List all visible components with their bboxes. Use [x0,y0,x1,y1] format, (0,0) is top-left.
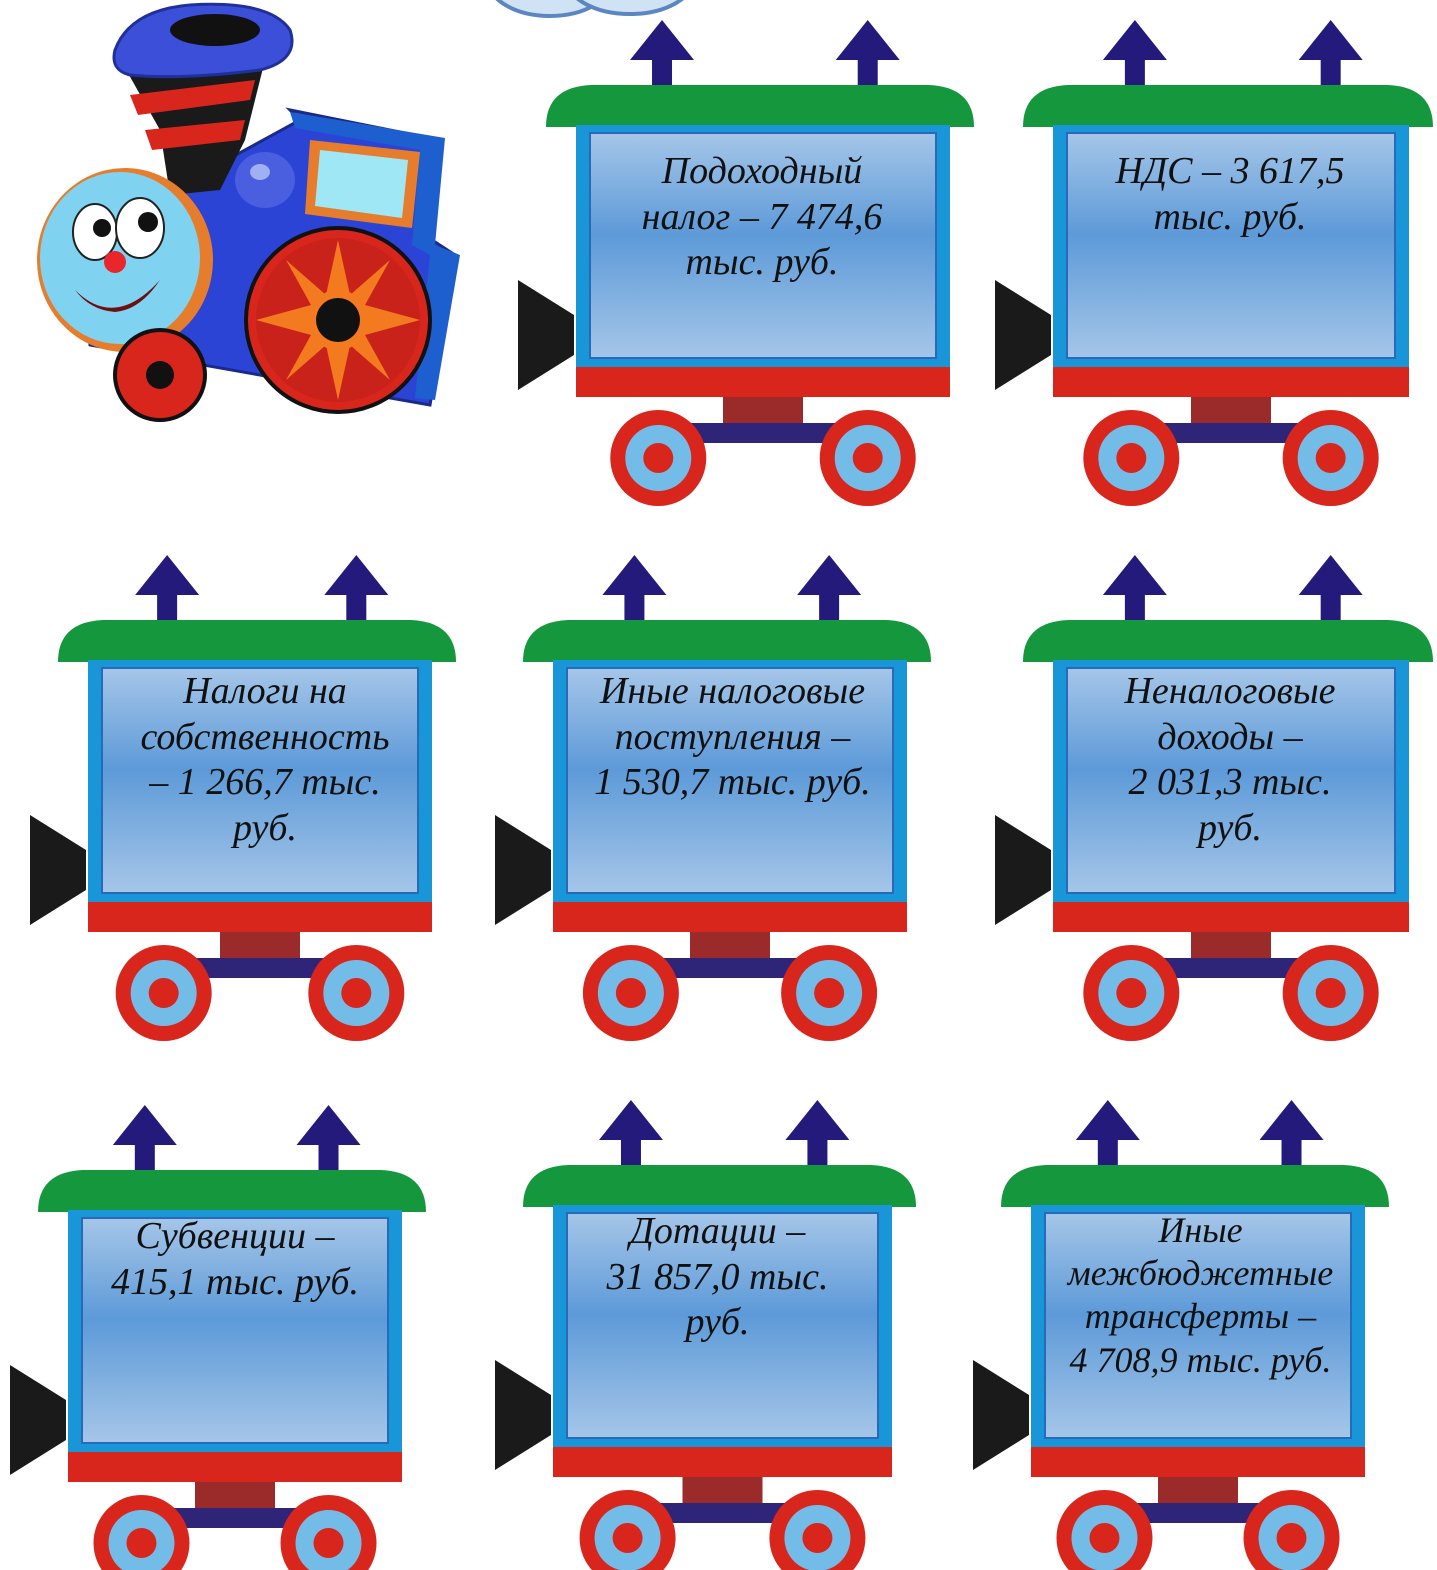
wagon-subsidies: Дотации – 31 857,0 тыс. руб. [495,1095,920,1570]
wagon-base [1053,902,1409,932]
roof-arrow-icon [1259,1100,1324,1170]
coupler-icon [518,280,574,390]
wagon-base [68,1452,402,1482]
coupler-icon [973,1360,1029,1470]
wagon-vat: НДС – 3 617,5 тыс. руб. [995,15,1437,506]
wheel-icon [115,945,212,1041]
roof-arrow-icon [296,1105,361,1175]
roof-arrow-icon [1298,555,1363,625]
wheel-icon [280,1495,377,1570]
coupler-icon [495,815,551,925]
wagon-roof [523,620,931,662]
wagon-base [576,367,950,397]
speech-bubble-icon [495,0,684,18]
wheel-icon [1056,1490,1153,1570]
wagon-label: Подоходный налог – 7 474,6 тыс. руб. [641,150,883,284]
wheel-icon [1083,945,1180,1041]
roof-arrow-icon [1075,1100,1140,1170]
wagon-roof [1023,620,1433,662]
wagon-base [1031,1447,1365,1477]
wagon-label: Иные налоговые поступления – 1 530,7 тыс… [594,670,871,804]
wagon-base [553,1447,892,1477]
wheel-icon [1243,1490,1340,1570]
wagon-label: НДС – 3 617,5 тыс. руб. [1115,150,1345,238]
wheel-icon [1083,410,1180,506]
wagon-label: Иные межбюджетные трансферты – 4 708,9 т… [1067,1210,1334,1380]
wheel-icon [781,945,878,1041]
roof-arrow-icon [1102,555,1167,625]
wagon-property-tax: Налоги на собственность – 1 266,7 тыс. р… [30,550,460,1041]
wagon-other-tax: Иные налоговые поступления – 1 530,7 тыс… [495,550,935,1041]
roof-arrow-icon [602,555,667,625]
wagon-roof [58,620,456,662]
locomotive-icon [37,2,460,422]
wheel-icon [579,1490,676,1570]
wagon-label: Неналоговые доходы – 2 031,3 тыс. руб. [1124,670,1336,849]
roof-arrow-icon [630,20,695,90]
wagon-label: Дотации – 31 857,0 тыс. руб. [606,1210,829,1344]
coupler-icon [30,815,86,925]
wheel-icon [1282,410,1379,506]
wheel-icon [1282,945,1379,1041]
coupler-icon [995,280,1051,390]
wheel-icon [610,410,707,506]
roof-arrow-icon [598,1100,663,1170]
coupler-icon [995,815,1051,925]
wheel-icon [582,945,679,1041]
roof-arrow-icon [1298,20,1363,90]
wagon-non-tax: Неналоговые доходы – 2 031,3 тыс. руб. [995,550,1437,1041]
wheel-icon [308,945,405,1041]
roof-arrow-icon [112,1105,177,1175]
roof-arrow-icon [785,1100,850,1170]
wagon-other-transfers: Иные межбюджетные трансферты – 4 708,9 т… [973,1095,1393,1570]
wagon-income-tax: Подоходный налог – 7 474,6 тыс. руб. [518,15,978,506]
roof-arrow-icon [835,20,900,90]
wagon-label: Субвенции – 415,1 тыс. руб. [110,1215,360,1303]
wagon-base [553,902,907,932]
wagon-roof [546,85,974,127]
coupler-icon [10,1365,66,1475]
wagon-roof [1001,1165,1389,1207]
wagon-label: Налоги на собственность – 1 266,7 тыс. р… [140,670,390,849]
roof-arrow-icon [135,555,200,625]
wagon-roof [523,1165,916,1207]
wheel-icon [93,1495,190,1570]
coupler-icon [495,1360,551,1470]
wagon-base [88,902,432,932]
roof-arrow-icon [324,555,389,625]
wagon-base [1053,367,1409,397]
wheel-icon [769,1490,866,1570]
wagon-roof [1023,85,1433,127]
roof-arrow-icon [797,555,862,625]
wagon-subventions: Субвенции – 415,1 тыс. руб. [10,1100,430,1570]
wheel-icon [819,410,916,506]
roof-arrow-icon [1102,20,1167,90]
wagon-roof [38,1170,426,1212]
